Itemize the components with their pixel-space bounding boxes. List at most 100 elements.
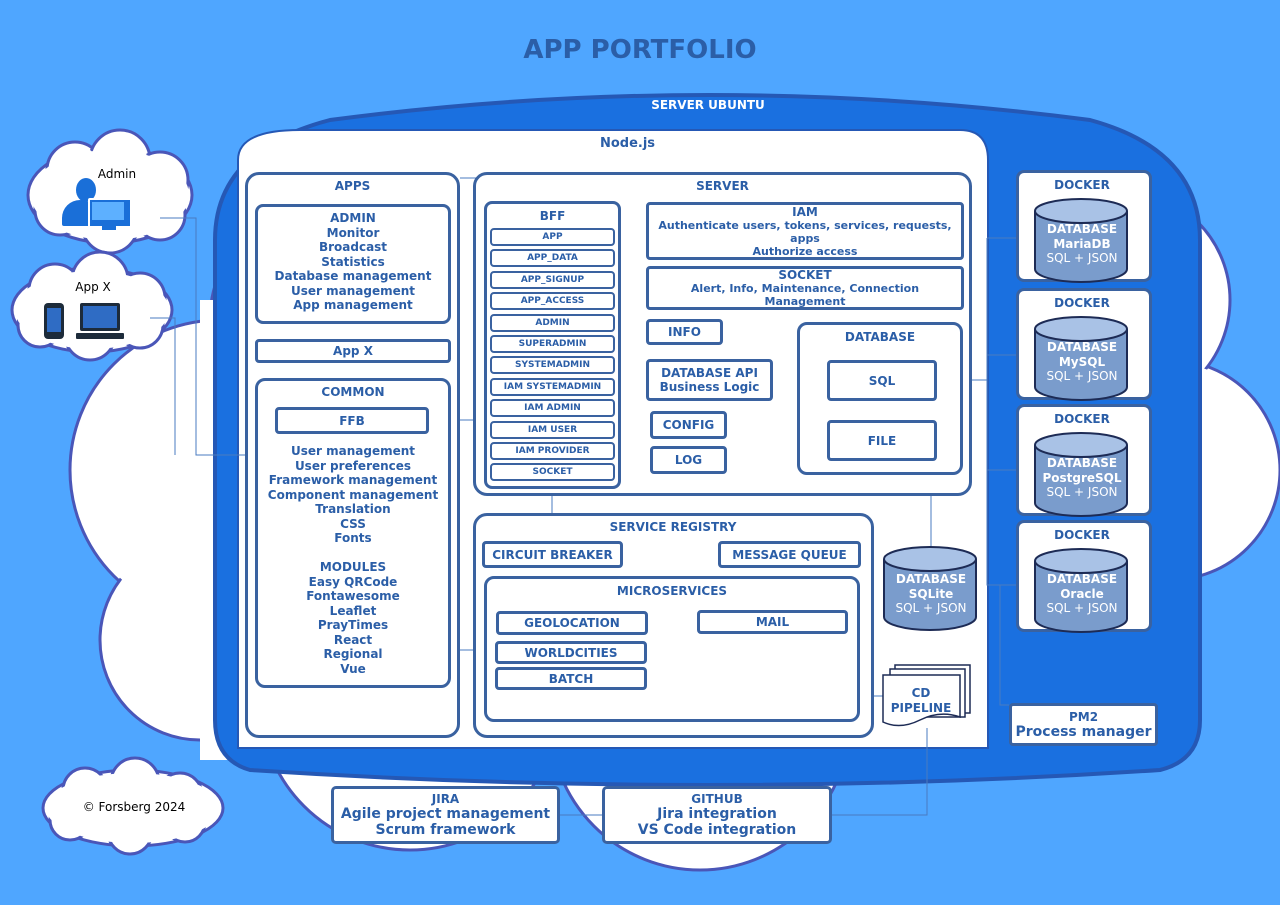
common-line: CSS xyxy=(340,516,366,531)
docker-db-type: SQL + JSON xyxy=(1046,601,1118,615)
appx-client-label: App X xyxy=(75,280,111,294)
admin-app-box[interactable] xyxy=(255,204,451,324)
bff-item[interactable]: IAM SYSTEMADMIN xyxy=(490,377,615,396)
ffb-box[interactable]: FFB xyxy=(275,407,429,434)
common-lines: User management User preferences Framewo… xyxy=(255,444,451,676)
admin-line: Statistics xyxy=(321,254,385,269)
sqlite-text: DATABASE SQLite SQL + JSON xyxy=(881,572,981,616)
modules-title: MODULES xyxy=(319,560,387,574)
github-line-1: Jira integration xyxy=(657,806,777,822)
jira-box[interactable]: JIRA Agile project management Scrum fram… xyxy=(331,786,560,844)
sqlite-line-2: SQLite xyxy=(908,586,954,601)
module-item: Easy QRCode xyxy=(308,574,398,589)
docker-db-type: SQL + JSON xyxy=(1046,369,1118,383)
docker-db-name: MariaDB xyxy=(1053,236,1111,251)
bff-item[interactable]: IAM PROVIDER xyxy=(490,442,615,460)
mail-box[interactable]: MAIL xyxy=(697,610,848,634)
module-item: Fontawesome xyxy=(306,589,400,603)
monitor-icon xyxy=(88,198,132,230)
jira-line-1: Agile project management xyxy=(340,806,551,822)
docker-db-name: Oracle xyxy=(1060,586,1104,601)
database-cylinder xyxy=(1034,316,1128,401)
common-line: User management xyxy=(290,444,415,458)
bff-item[interactable]: APP_DATA xyxy=(490,249,615,268)
pm2-box[interactable]: PM2 Process manager xyxy=(1009,703,1158,746)
bff-item[interactable]: APP xyxy=(490,228,615,246)
copyright-label: © Forsberg 2024 xyxy=(82,800,186,814)
admin-line: Monitor xyxy=(326,225,380,240)
batch-box[interactable]: BATCH xyxy=(495,667,647,690)
info-box[interactable]: INFO xyxy=(646,319,723,345)
bff-item[interactable]: SOCKET xyxy=(490,463,615,482)
bff-item[interactable]: APP_ACCESS xyxy=(490,292,615,311)
github-title: GITHUB xyxy=(691,792,743,806)
sql-box[interactable]: SQL xyxy=(827,360,937,401)
microservices-title: MICROSERVICES xyxy=(616,584,728,598)
laptop-icon xyxy=(76,303,124,343)
socket-box[interactable]: SOCKET Alert, Info, Maintenance, Connect… xyxy=(646,266,964,310)
bff-item[interactable]: IAM USER xyxy=(490,420,615,439)
admin-app-lines: ADMIN Monitor Broadcast Statistics Datab… xyxy=(255,211,451,313)
module-item: Leaflet xyxy=(329,603,377,618)
bff-item[interactable]: APP_SIGNUP xyxy=(490,270,615,289)
cd-pipeline-line-1: CD xyxy=(911,686,931,700)
pm2-subtitle: Process manager xyxy=(1015,723,1152,740)
admin-app-title: ADMIN xyxy=(330,211,376,225)
bff-item[interactable]: SYSTEMADMIN xyxy=(490,356,615,375)
module-item: Vue xyxy=(340,661,366,676)
server-ubuntu-label: SERVER UBUNTU xyxy=(651,98,765,112)
sqlite-cylinder xyxy=(883,546,977,631)
appx-app-box[interactable]: App X xyxy=(255,339,451,363)
database-api-line-1: DATABASE API xyxy=(661,366,758,380)
common-line: Translation xyxy=(315,502,391,516)
bff-title: BFF xyxy=(539,209,566,223)
common-line: Fonts xyxy=(334,531,372,545)
common-line: User preferences xyxy=(294,458,412,473)
common-title: COMMON xyxy=(321,385,385,399)
circuit-breaker-box[interactable]: CIRCUIT BREAKER xyxy=(482,541,623,568)
github-line-2: VS Code integration xyxy=(637,822,797,838)
iam-line-1: Authenticate users, tokens, services, re… xyxy=(658,218,952,245)
admin-line: Database management xyxy=(274,269,432,283)
database-cylinder xyxy=(1034,198,1128,283)
docker-db-db: DATABASE xyxy=(1046,456,1118,470)
log-box[interactable]: LOG xyxy=(650,446,727,474)
socket-title: SOCKET xyxy=(778,268,832,282)
bff-item[interactable]: SUPERADMIN xyxy=(490,335,615,353)
file-box[interactable]: FILE xyxy=(827,420,937,461)
iam-box[interactable]: IAM Authenticate users, tokens, services… xyxy=(646,202,964,260)
module-item: React xyxy=(333,632,373,647)
database-cylinder xyxy=(1034,548,1128,633)
phone-icon xyxy=(44,303,64,339)
docker-db-type: SQL + JSON xyxy=(1046,485,1118,499)
sqlite-line-1: DATABASE xyxy=(895,572,967,586)
docker-db-db: DATABASE xyxy=(1046,222,1118,236)
apps-title: APPS xyxy=(334,179,371,193)
docker-label: DOCKER xyxy=(1054,296,1110,310)
config-box[interactable]: CONFIG xyxy=(650,411,727,439)
database-api-line-2: Business Logic xyxy=(659,380,760,394)
service-registry-title: SERVICE REGISTRY xyxy=(609,520,737,534)
worldcities-box[interactable]: WORLDCITIES xyxy=(495,641,647,664)
database-api-box[interactable]: DATABASE API Business Logic xyxy=(646,359,773,401)
jira-title: JIRA xyxy=(431,792,460,806)
cd-pipeline-text: CD PIPELINE xyxy=(882,686,960,715)
message-queue-box[interactable]: MESSAGE QUEUE xyxy=(718,541,861,568)
module-item: PrayTimes xyxy=(317,618,389,632)
docker-db-db: DATABASE xyxy=(1046,340,1118,354)
bff-item[interactable]: IAM ADMIN xyxy=(490,399,615,418)
bff-item[interactable]: ADMIN xyxy=(490,313,615,332)
page-title: APP PORTFOLIO xyxy=(523,35,757,65)
docker-db-db: DATABASE xyxy=(1046,572,1118,586)
docker-db-name: PostgreSQL xyxy=(1042,470,1122,485)
server-title: SERVER xyxy=(696,179,749,193)
docker-db-name: MySQL xyxy=(1058,354,1106,369)
cd-pipeline-line-2: PIPELINE xyxy=(890,700,952,715)
geolocation-box[interactable]: GEOLOCATION xyxy=(496,611,648,635)
common-line: Component management xyxy=(267,487,439,502)
github-box[interactable]: GITHUB Jira integration VS Code integrat… xyxy=(602,786,832,844)
